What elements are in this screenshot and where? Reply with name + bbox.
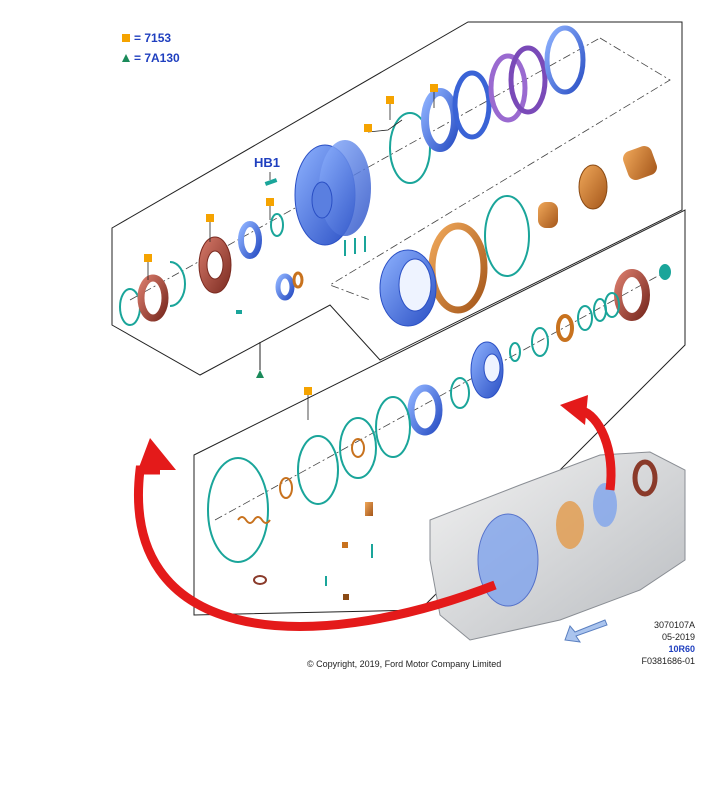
teal-ring-l8: [339, 417, 377, 479]
teal-bushing: [659, 264, 671, 280]
snap-ring-open: [169, 261, 186, 307]
teal-pin-2: [325, 576, 327, 586]
blue-clutch-ring-2: [452, 70, 492, 140]
brown-oring-l2: [279, 477, 293, 499]
copper-plug-2: [343, 594, 349, 600]
red-arrow-left: [134, 465, 497, 631]
brown-seal: [137, 274, 169, 322]
transmission-housing: [429, 451, 686, 641]
housing-brown-seal: [632, 459, 658, 497]
upper-axis-line: [129, 37, 601, 301]
copper-gear: [578, 164, 608, 210]
pump-housing-hub: [311, 181, 333, 219]
brown-seal-large: [614, 269, 650, 321]
orange-square-icon: [122, 34, 130, 42]
purple-friction-plate-2: [508, 45, 548, 115]
small-bolt: [236, 310, 242, 314]
copper-ring-gear: [428, 222, 488, 314]
copper-hub: [623, 146, 657, 180]
hb1-callout: HB1: [254, 155, 281, 170]
teal-ring-l7: [375, 396, 411, 458]
copper-fitting: [365, 502, 373, 516]
teal-ring-large-left: [207, 457, 269, 563]
teal-ring-l5: [509, 342, 521, 362]
lower-axis-line: [214, 271, 666, 521]
housing-blue-drum: [593, 483, 617, 527]
blue-clutch-ring-1: [421, 88, 459, 152]
brown-piston-inner: [206, 250, 224, 280]
legend-7a130: = 7A130: [122, 51, 180, 65]
illustration-metadata: 3070107A 05-2019 10R60 F0381686-01: [641, 619, 695, 667]
blue-spring-plate: [407, 384, 443, 436]
blue-ring: [238, 221, 262, 259]
brown-clip: [253, 575, 267, 585]
housing-copper-gear: [556, 501, 584, 549]
purple-friction-plate-1: [488, 53, 528, 123]
teal-ring-l2: [593, 298, 607, 322]
blue-piston-lower-bore: [483, 353, 501, 383]
teal-oring: [270, 213, 284, 237]
brown-ring-l1: [556, 314, 574, 342]
teal-snap-ring-mid: [484, 195, 530, 277]
7a130-marker-icon: [256, 370, 264, 378]
red-arrowhead-right: [560, 395, 588, 425]
teal-pin: [371, 544, 373, 558]
figure-id: F0381686-01: [641, 656, 695, 666]
legend-7153-text: = 7153: [134, 31, 172, 45]
blue-clutch-drum-bore: [398, 258, 432, 312]
copper-plug: [342, 542, 348, 548]
snap-ring: [119, 288, 141, 326]
teal-ring-l6: [450, 377, 470, 409]
teal-ring-l3: [577, 305, 593, 331]
copyright-notice: © Copyright, 2019, Ford Motor Company Li…: [307, 659, 502, 669]
legend-7a130-text: = 7A130: [134, 51, 180, 65]
brown-oring-l1: [351, 438, 365, 458]
legend-7153: = 7153: [122, 31, 171, 45]
blue-bearing: [275, 273, 295, 301]
transmission-model: 10R60: [668, 644, 695, 654]
pump-housing-face: [319, 140, 371, 236]
copper-sleeve: [538, 202, 558, 228]
red-arrowhead-left: [138, 438, 176, 470]
copper-washer: [292, 271, 304, 289]
upper-right-axis-line: [329, 37, 671, 301]
illustration-date: 05-2019: [661, 632, 695, 642]
green-triangle-icon: [122, 54, 130, 62]
teal-seal-ring-large: [389, 112, 431, 184]
7153-markers: [144, 84, 438, 420]
teal-ring-l9: [297, 435, 339, 505]
coil-spring: [237, 516, 271, 524]
illustration-number: 3070107A: [653, 620, 695, 630]
teal-ring-l4: [531, 327, 549, 357]
hb1-bolt: [264, 178, 278, 186]
direction-arrow-icon: [564, 619, 608, 643]
upper-assembly-outline: [111, 21, 683, 376]
blue-end-plate: [544, 25, 586, 95]
